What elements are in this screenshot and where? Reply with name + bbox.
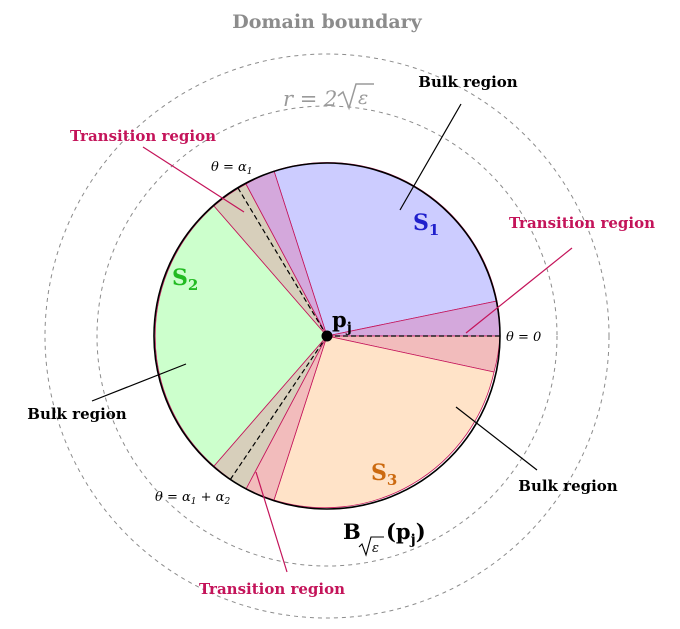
ball-label-arg-sub: j: [409, 532, 416, 548]
angle-label-theta-sum-main: θ = α: [155, 490, 191, 505]
region-label-s1: S1: [413, 210, 439, 239]
angle-label-theta-sum-sub1: 1: [191, 497, 197, 507]
transition-label-bottom: Transition region: [199, 580, 345, 598]
angle-label-theta-zero: θ = 0: [506, 330, 541, 345]
leader-lines: [91, 103, 573, 573]
region-label-s2-main: S: [172, 265, 188, 291]
region-label-s2-sub: 2: [188, 276, 198, 294]
domain-boundary-circle: [44, 53, 610, 619]
ball-label: B ε (pj): [343, 519, 426, 557]
region-label-s2: S2: [172, 265, 198, 294]
center-label-sub: j: [345, 320, 352, 336]
center-label-main: p: [332, 307, 347, 332]
transition-label-top: Transition region: [70, 127, 216, 145]
ball-label-sqrt-sign: [358, 536, 384, 557]
radius-label: r = 2 ε: [283, 83, 374, 111]
region-label-s1-main: S: [413, 210, 429, 236]
region-label-s1-sub: 1: [429, 221, 439, 239]
leader-transition-bottom: [255, 471, 288, 573]
region-label-s3: S3: [371, 460, 397, 489]
radius-label-sqrt-sign: [337, 83, 374, 111]
ball-label-root: ε: [372, 541, 379, 556]
leader-bulk-s2: [91, 363, 187, 402]
bulk-label-s2: Bulk region: [27, 405, 127, 423]
ball-label-arg-close: ): [416, 519, 426, 544]
ball-label-main: B: [343, 519, 361, 544]
sector-s3: [273, 335, 495, 509]
region-label-s3-sub: 3: [387, 471, 397, 489]
leader-transition-top: [142, 146, 245, 213]
angle-label-theta-alpha1: θ = α1: [211, 160, 253, 177]
radius-label-prefix: r = 2: [283, 87, 337, 111]
bulk-label-s3: Bulk region: [518, 477, 618, 495]
ball-label-arg: (pj): [386, 519, 426, 548]
angle-label-theta-alpha1-main: θ = α: [211, 160, 247, 175]
ball-label-arg-open: (p: [386, 519, 411, 544]
transition-label-right: Transition region: [509, 214, 655, 232]
ray-theta-sum: [229, 335, 328, 481]
angle-label-theta-sum: θ = α1 + α2: [155, 490, 230, 507]
radius-label-root: ε: [358, 87, 368, 109]
center-point: [321, 330, 333, 342]
angle-label-theta-sum-mid: + α: [197, 490, 225, 505]
leader-transition-right: [465, 247, 573, 334]
bulk-label-s1: Bulk region: [418, 73, 518, 91]
sector-s2: [154, 205, 328, 467]
center-label: pj: [332, 307, 352, 336]
angle-label-theta-alpha1-sub: 1: [247, 167, 253, 177]
region-label-s3-main: S: [371, 460, 387, 486]
leader-bulk-s1: [399, 103, 462, 211]
ray-theta-alpha1: [237, 187, 328, 337]
leader-bulk-s3: [455, 406, 538, 471]
radius-circle: [96, 105, 558, 567]
angle-label-theta-sum-sub2: 2: [223, 497, 230, 507]
domain-boundary-title: Domain boundary: [232, 11, 422, 33]
